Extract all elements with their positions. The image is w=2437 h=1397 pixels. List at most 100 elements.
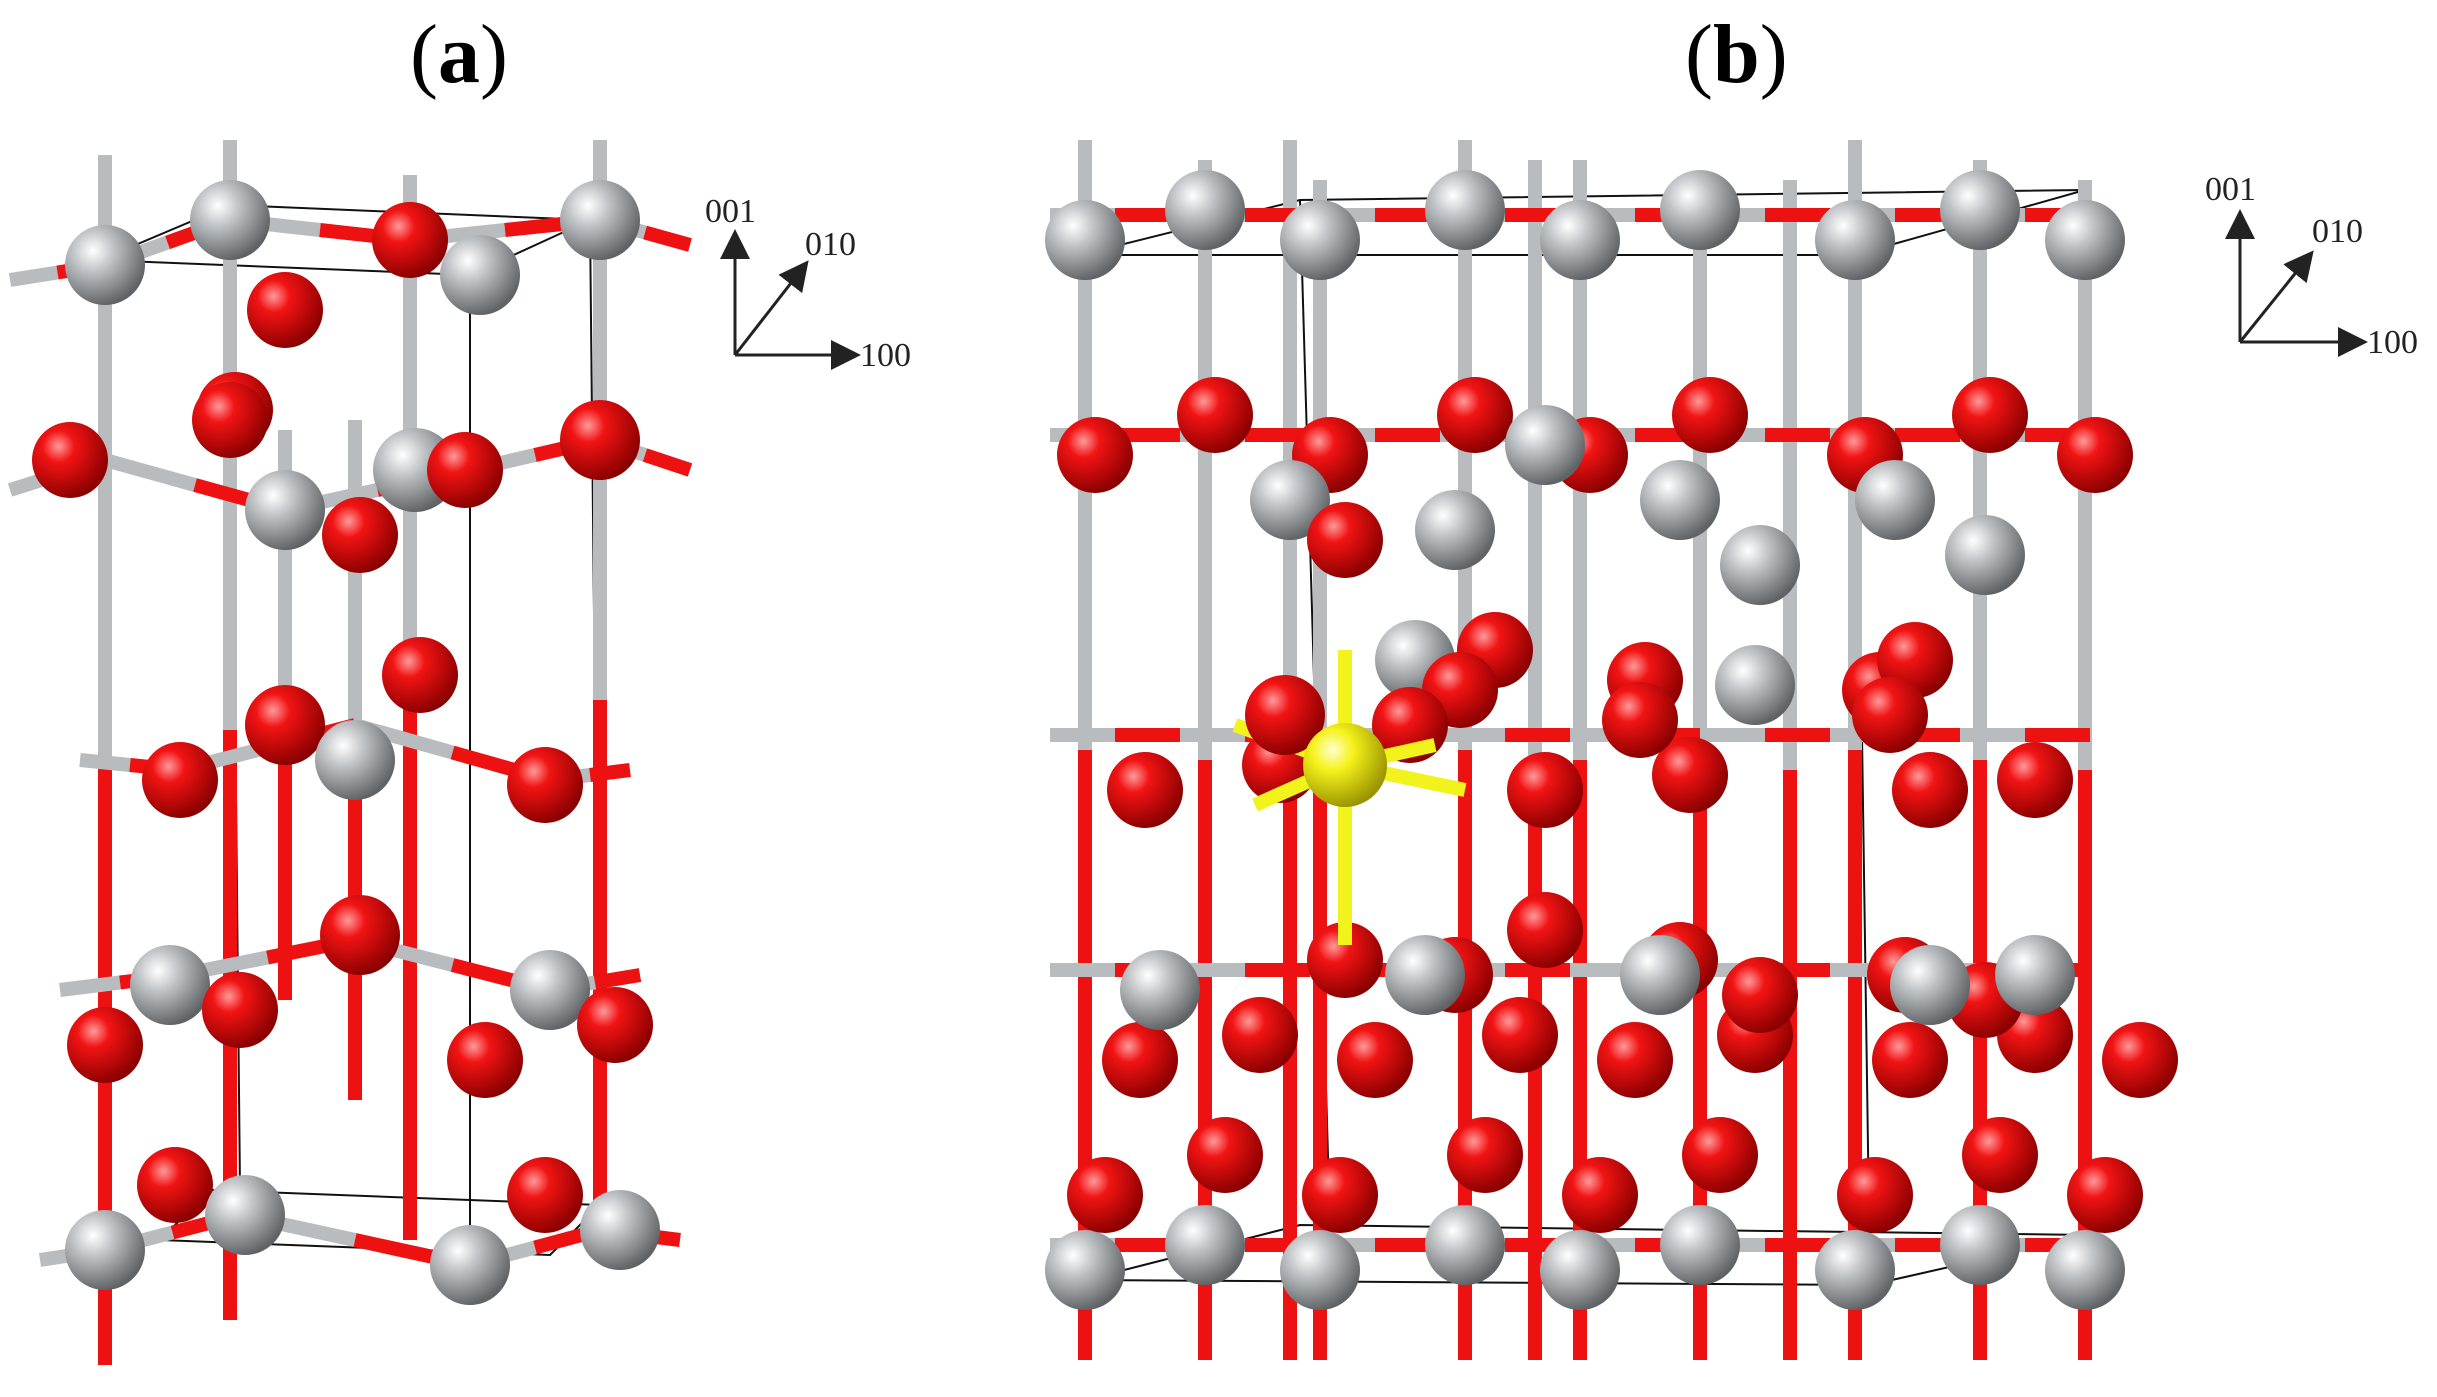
oxygen-atom (1652, 737, 1728, 813)
close-paren: ) (1759, 8, 1788, 101)
host-atom (65, 1210, 145, 1290)
oxygen-atom (1307, 922, 1383, 998)
host-atom (510, 950, 590, 1030)
host-atom (190, 180, 270, 260)
oxygen-atom (1507, 892, 1583, 968)
oxygen-atom (1307, 502, 1383, 578)
bond-segment (59, 975, 121, 997)
host-atom (1415, 490, 1495, 570)
oxygen-atom (1672, 377, 1748, 453)
oxygen-atom (1245, 675, 1325, 755)
host-atom (1385, 935, 1465, 1015)
host-atom (1250, 460, 1330, 540)
host-atom (1855, 460, 1935, 540)
host-atom (1660, 1205, 1740, 1285)
host-atom (1815, 200, 1895, 280)
host-atom (580, 1190, 660, 1270)
oxygen-atom (322, 497, 398, 573)
oxygen-atom (67, 1007, 143, 1083)
oxygen-atom (1447, 1117, 1523, 1193)
axis-010-label: 010 (805, 226, 856, 263)
oxygen-atom (1222, 997, 1298, 1073)
host-atom (560, 180, 640, 260)
bond-segment (642, 448, 693, 477)
axis-010-arrow (2238, 250, 2314, 343)
oxygen-atom (1722, 957, 1798, 1033)
host-atom (1945, 515, 2025, 595)
host-atom (1045, 200, 1125, 280)
oxygen-atom (142, 742, 218, 818)
host-atom (315, 720, 395, 800)
oxygen-atom (507, 747, 583, 823)
host-atom (1640, 460, 1720, 540)
host-atom (65, 225, 145, 305)
oxygen-atom (507, 1157, 583, 1233)
panel-letter-b: b (1712, 8, 1760, 101)
oxygen-atom (1067, 1157, 1143, 1233)
host-atom (1280, 200, 1360, 280)
host-atom (245, 470, 325, 550)
host-atom (1505, 405, 1585, 485)
host-atom (2045, 200, 2125, 280)
panel-a-structure (7, 140, 693, 1365)
host-atom (1540, 200, 1620, 280)
axis-001-label: 001 (2205, 171, 2256, 208)
oxygen-atom (1107, 752, 1183, 828)
host-atom (1715, 645, 1795, 725)
host-atom (1940, 170, 2020, 250)
host-atom (1280, 1230, 1360, 1310)
oxygen-atom (1102, 1022, 1178, 1098)
close-paren: ) (479, 8, 508, 101)
bond-segment (103, 453, 197, 492)
oxygen-atom (202, 972, 278, 1048)
bond-segment (79, 753, 131, 772)
oxygen-atom (1302, 1157, 1378, 1233)
host-atom (1425, 170, 1505, 250)
host-atom (1720, 525, 1800, 605)
oxygen-atom (372, 202, 448, 278)
host-atom (1660, 170, 1740, 250)
oxygen-atom (1892, 752, 1968, 828)
host-atom (1890, 945, 1970, 1025)
host-atom (1425, 1205, 1505, 1285)
oxygen-atom (1682, 1117, 1758, 1193)
oxygen-atom (2057, 417, 2133, 493)
oxygen-atom (1962, 1117, 2038, 1193)
oxygen-atom (1997, 742, 2073, 818)
host-atom (130, 945, 210, 1025)
oxygen-atom (1177, 377, 1253, 453)
host-atom (440, 235, 520, 315)
axis-indicator-b: 001 010 100 (2205, 171, 2418, 361)
bond-segment (8, 265, 59, 287)
panel-label-b: (b) (1685, 6, 1788, 103)
oxygen-atom (1187, 1117, 1263, 1193)
panel-label-a: (a) (410, 6, 508, 103)
oxygen-atom (137, 1147, 213, 1223)
oxygen-atom (1057, 417, 1133, 493)
host-atom (1995, 935, 2075, 1015)
oxygen-atom (1597, 1022, 1673, 1098)
oxygen-atom (1562, 1157, 1638, 1233)
oxygen-atom (320, 895, 400, 975)
panel-letter-a: a (437, 8, 480, 101)
oxygen-atom (1952, 377, 2028, 453)
host-atom (1045, 1230, 1125, 1310)
axis-010-label: 010 (2312, 213, 2363, 250)
oxygen-atom (247, 272, 323, 348)
panel-b-structure (1045, 140, 2178, 1360)
open-paren: ( (1685, 8, 1713, 101)
axis-001-label: 001 (705, 193, 756, 230)
oxygen-atom (577, 987, 653, 1063)
oxygen-atom (427, 432, 503, 508)
host-atom (1815, 1230, 1895, 1310)
oxygen-atom (1602, 682, 1678, 758)
axis-indicator-a: 001 010 100 (705, 193, 911, 374)
oxygen-atom (447, 1022, 523, 1098)
oxygen-atom (1507, 752, 1583, 828)
axis-100-label: 100 (860, 337, 911, 374)
oxygen-atom (2102, 1022, 2178, 1098)
oxygen-atom (245, 685, 325, 765)
oxygen-atom (1337, 1022, 1413, 1098)
oxygen-atom (1482, 997, 1558, 1073)
